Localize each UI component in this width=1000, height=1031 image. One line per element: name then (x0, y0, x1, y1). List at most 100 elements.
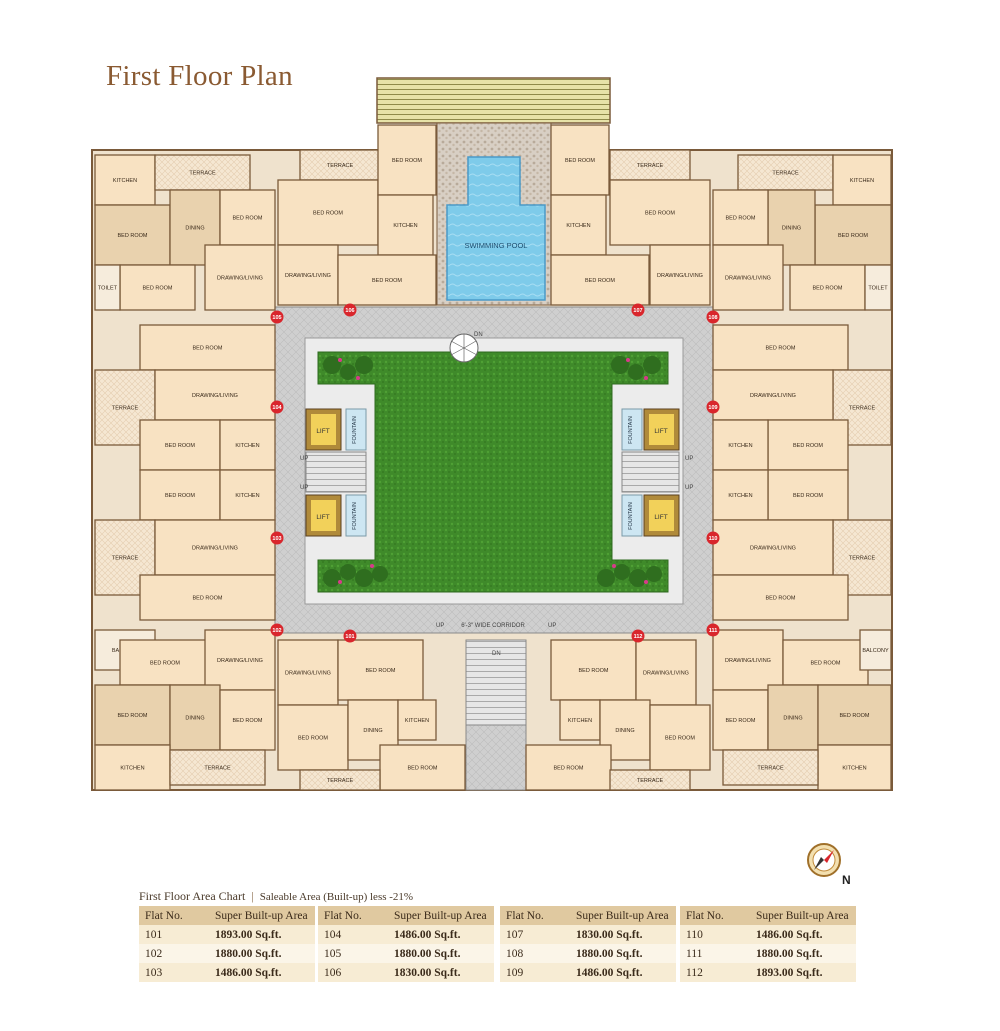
room-label: BED ROOM (165, 443, 195, 449)
room-label: BED ROOM (372, 278, 402, 284)
apartment-rooms: KITCHEN TERRACE BED ROOM DINING BED ROOM BED … (94, 124, 892, 791)
room-label: TERRACE (327, 778, 354, 784)
room-bed-room (277, 704, 349, 771)
room-label: KITCHEN (566, 223, 590, 229)
room-bed-room (609, 179, 711, 246)
spiral-stair (449, 333, 479, 363)
flat-badge-label: 106 (345, 308, 354, 314)
room-label: TERRACE (849, 406, 876, 412)
flat-no: 102 (139, 944, 209, 963)
room-label: DRAWING/LIVING (285, 273, 331, 279)
flat-badge (706, 400, 720, 414)
flat-badge (631, 629, 645, 643)
room-terrace (609, 769, 691, 791)
room-label: DRAWING/LIVING (217, 658, 263, 664)
flowers (338, 358, 648, 584)
room-label: BED ROOM (118, 713, 148, 719)
room-label: BED ROOM (811, 661, 841, 667)
compass-icon (807, 843, 841, 877)
flat-badge (631, 303, 645, 317)
pool-label: SWIMMING POOL (465, 241, 528, 250)
flat-badge-label: 110 (709, 536, 718, 542)
room-label: TERRACE (849, 556, 876, 562)
room-bed-room (219, 689, 276, 751)
room-terrace (154, 154, 251, 191)
flat-badge (706, 310, 720, 324)
room-label: KITCHEN (113, 178, 137, 184)
room-label: DRAWING/LIVING (192, 393, 238, 399)
room-label: BED ROOM (766, 346, 796, 352)
room-label: DRAWING/LIVING (750, 546, 796, 552)
room-label: BED ROOM (313, 211, 343, 217)
room-label: BED ROOM (565, 158, 595, 164)
room-label: TERRACE (757, 766, 784, 772)
room-label: DINING (783, 716, 802, 722)
room-label: DINING (363, 728, 382, 734)
svg-text:UP: UP (436, 623, 444, 629)
room-label: BED ROOM (392, 158, 422, 164)
flat-badge-label: 109 (708, 405, 717, 411)
room-bed-room (550, 254, 650, 306)
svg-text:UP: UP (548, 623, 556, 629)
room-label: BED ROOM (813, 286, 843, 292)
room-kitchen (817, 744, 892, 791)
deck (376, 77, 611, 124)
room-label: BED ROOM (840, 713, 870, 719)
room-bed-room (550, 124, 610, 196)
flat-no: 110 (680, 925, 750, 944)
corridor-label: 6'-3" WIDE CORRIDOR (461, 623, 525, 629)
room-label: TERRACE (637, 163, 664, 169)
room-label: BED ROOM (793, 493, 823, 499)
room-label: BED ROOM (726, 718, 756, 724)
landing (465, 724, 527, 791)
room-label: BED ROOM (585, 278, 615, 284)
room-label: BED ROOM (298, 736, 328, 742)
room-bed-room (525, 744, 612, 791)
room-label: TERRACE (112, 406, 139, 412)
room-toilet (94, 264, 121, 311)
room-label: KITCHEN (568, 718, 592, 724)
room-drawing-living (712, 244, 784, 311)
flat-no: 105 (318, 944, 388, 963)
flat-no: 111 (680, 944, 750, 963)
flat-no: 101 (139, 925, 209, 944)
room-label: KITCHEN (842, 766, 866, 772)
room-label: BED ROOM (193, 596, 223, 602)
room-label: DINING (615, 728, 634, 734)
shrubs (323, 356, 662, 587)
room-label: KITCHEN (850, 178, 874, 184)
room-label: BED ROOM (665, 736, 695, 742)
room-label: BALCONY (862, 648, 889, 654)
room-label: BED ROOM (838, 233, 868, 239)
flat-no: 104 (318, 925, 388, 944)
room-label: BED ROOM (233, 718, 263, 724)
north-label: N (842, 873, 851, 887)
room-label: BED ROOM (165, 493, 195, 499)
flat-badge-label: 107 (633, 308, 642, 314)
room-label: BED ROOM (408, 766, 438, 772)
flat-badge-label: 102 (272, 628, 281, 634)
room-drawing-living (154, 369, 276, 421)
room-bed-room (712, 574, 849, 621)
room-label: TERRACE (772, 171, 799, 177)
room-bed-room (649, 704, 711, 771)
flat-badge (706, 531, 720, 545)
flat-no: 108 (500, 944, 570, 963)
svg-text:FOUNTAIN: FOUNTAIN (352, 502, 358, 530)
room-label: BED ROOM (143, 286, 173, 292)
room-bed-room (139, 574, 276, 621)
svg-text:LIFT: LIFT (654, 428, 667, 435)
room-terrace (722, 749, 819, 786)
svg-text:UP: UP (300, 456, 308, 462)
room-label: KITCHEN (235, 493, 259, 499)
room-bed-room (712, 324, 849, 371)
room-label: BED ROOM (193, 346, 223, 352)
room-drawing-living (635, 639, 697, 706)
room-label: DRAWING/LIVING (725, 658, 771, 664)
flat-badge-label: 105 (272, 315, 281, 321)
lift-core-left: LIFT FOUNTAIN LIFT FOUNTAIN (305, 408, 367, 537)
room-label: KITCHEN (393, 223, 417, 229)
